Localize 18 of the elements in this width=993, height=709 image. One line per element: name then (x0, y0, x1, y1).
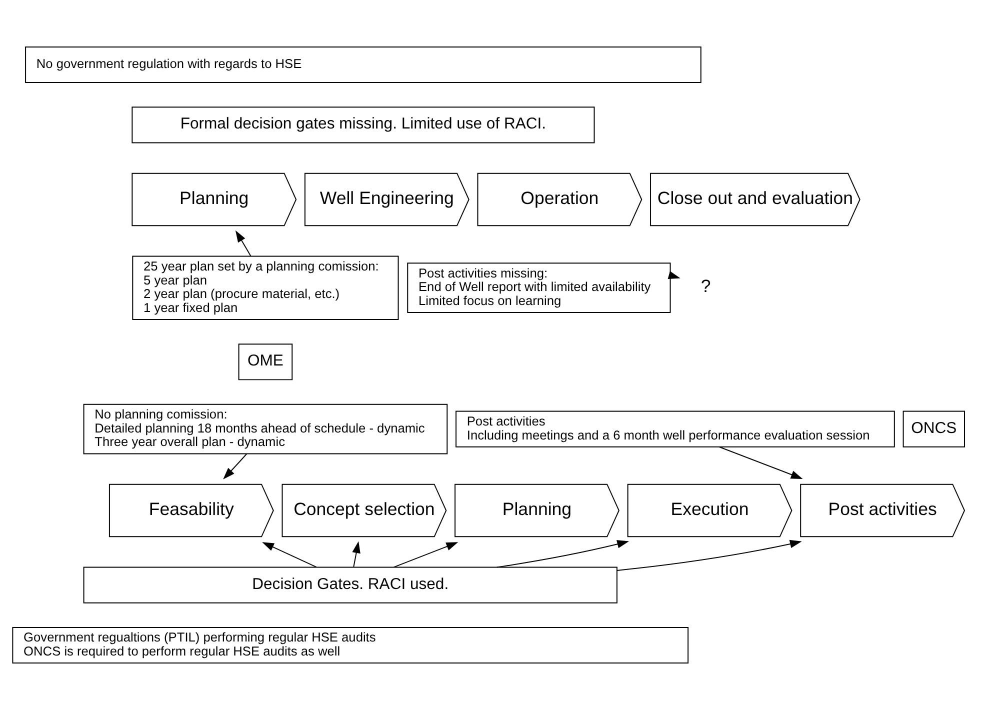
node-box: Formal decision gates missing. Limited use of RACI. (132, 106, 595, 143)
node-box: ONCS (902, 410, 965, 447)
node-box: Decision Gates. RACI used. (83, 566, 618, 603)
node-box: 25 year plan set by a planning comission: 5 year plan 2 year plan (procure material, etc.) 1 year fixed plan (132, 255, 399, 320)
node-box: OME (238, 343, 293, 380)
arrow (262, 542, 317, 568)
arrow (496, 540, 630, 568)
node-box: No planning comission: Detailed planning 18 months ahead of schedule - dynamic Three year overall plan - dynamic (83, 403, 448, 454)
node-box: No government regulation with regards to HSE (25, 46, 702, 82)
node-box: Post activities Including meetings and a 6 month well performance evaluation session (456, 410, 895, 447)
arrow (616, 539, 802, 570)
node-box: Government regualtions (PTIL) performing regular HSE audits ONCS is required to perform regular HSE audits as well (12, 626, 689, 664)
arrow (393, 542, 458, 568)
arrow (718, 446, 803, 478)
arrow (352, 540, 360, 567)
arrow (223, 452, 248, 479)
arrow (235, 230, 252, 256)
node-text: ? (700, 276, 711, 296)
